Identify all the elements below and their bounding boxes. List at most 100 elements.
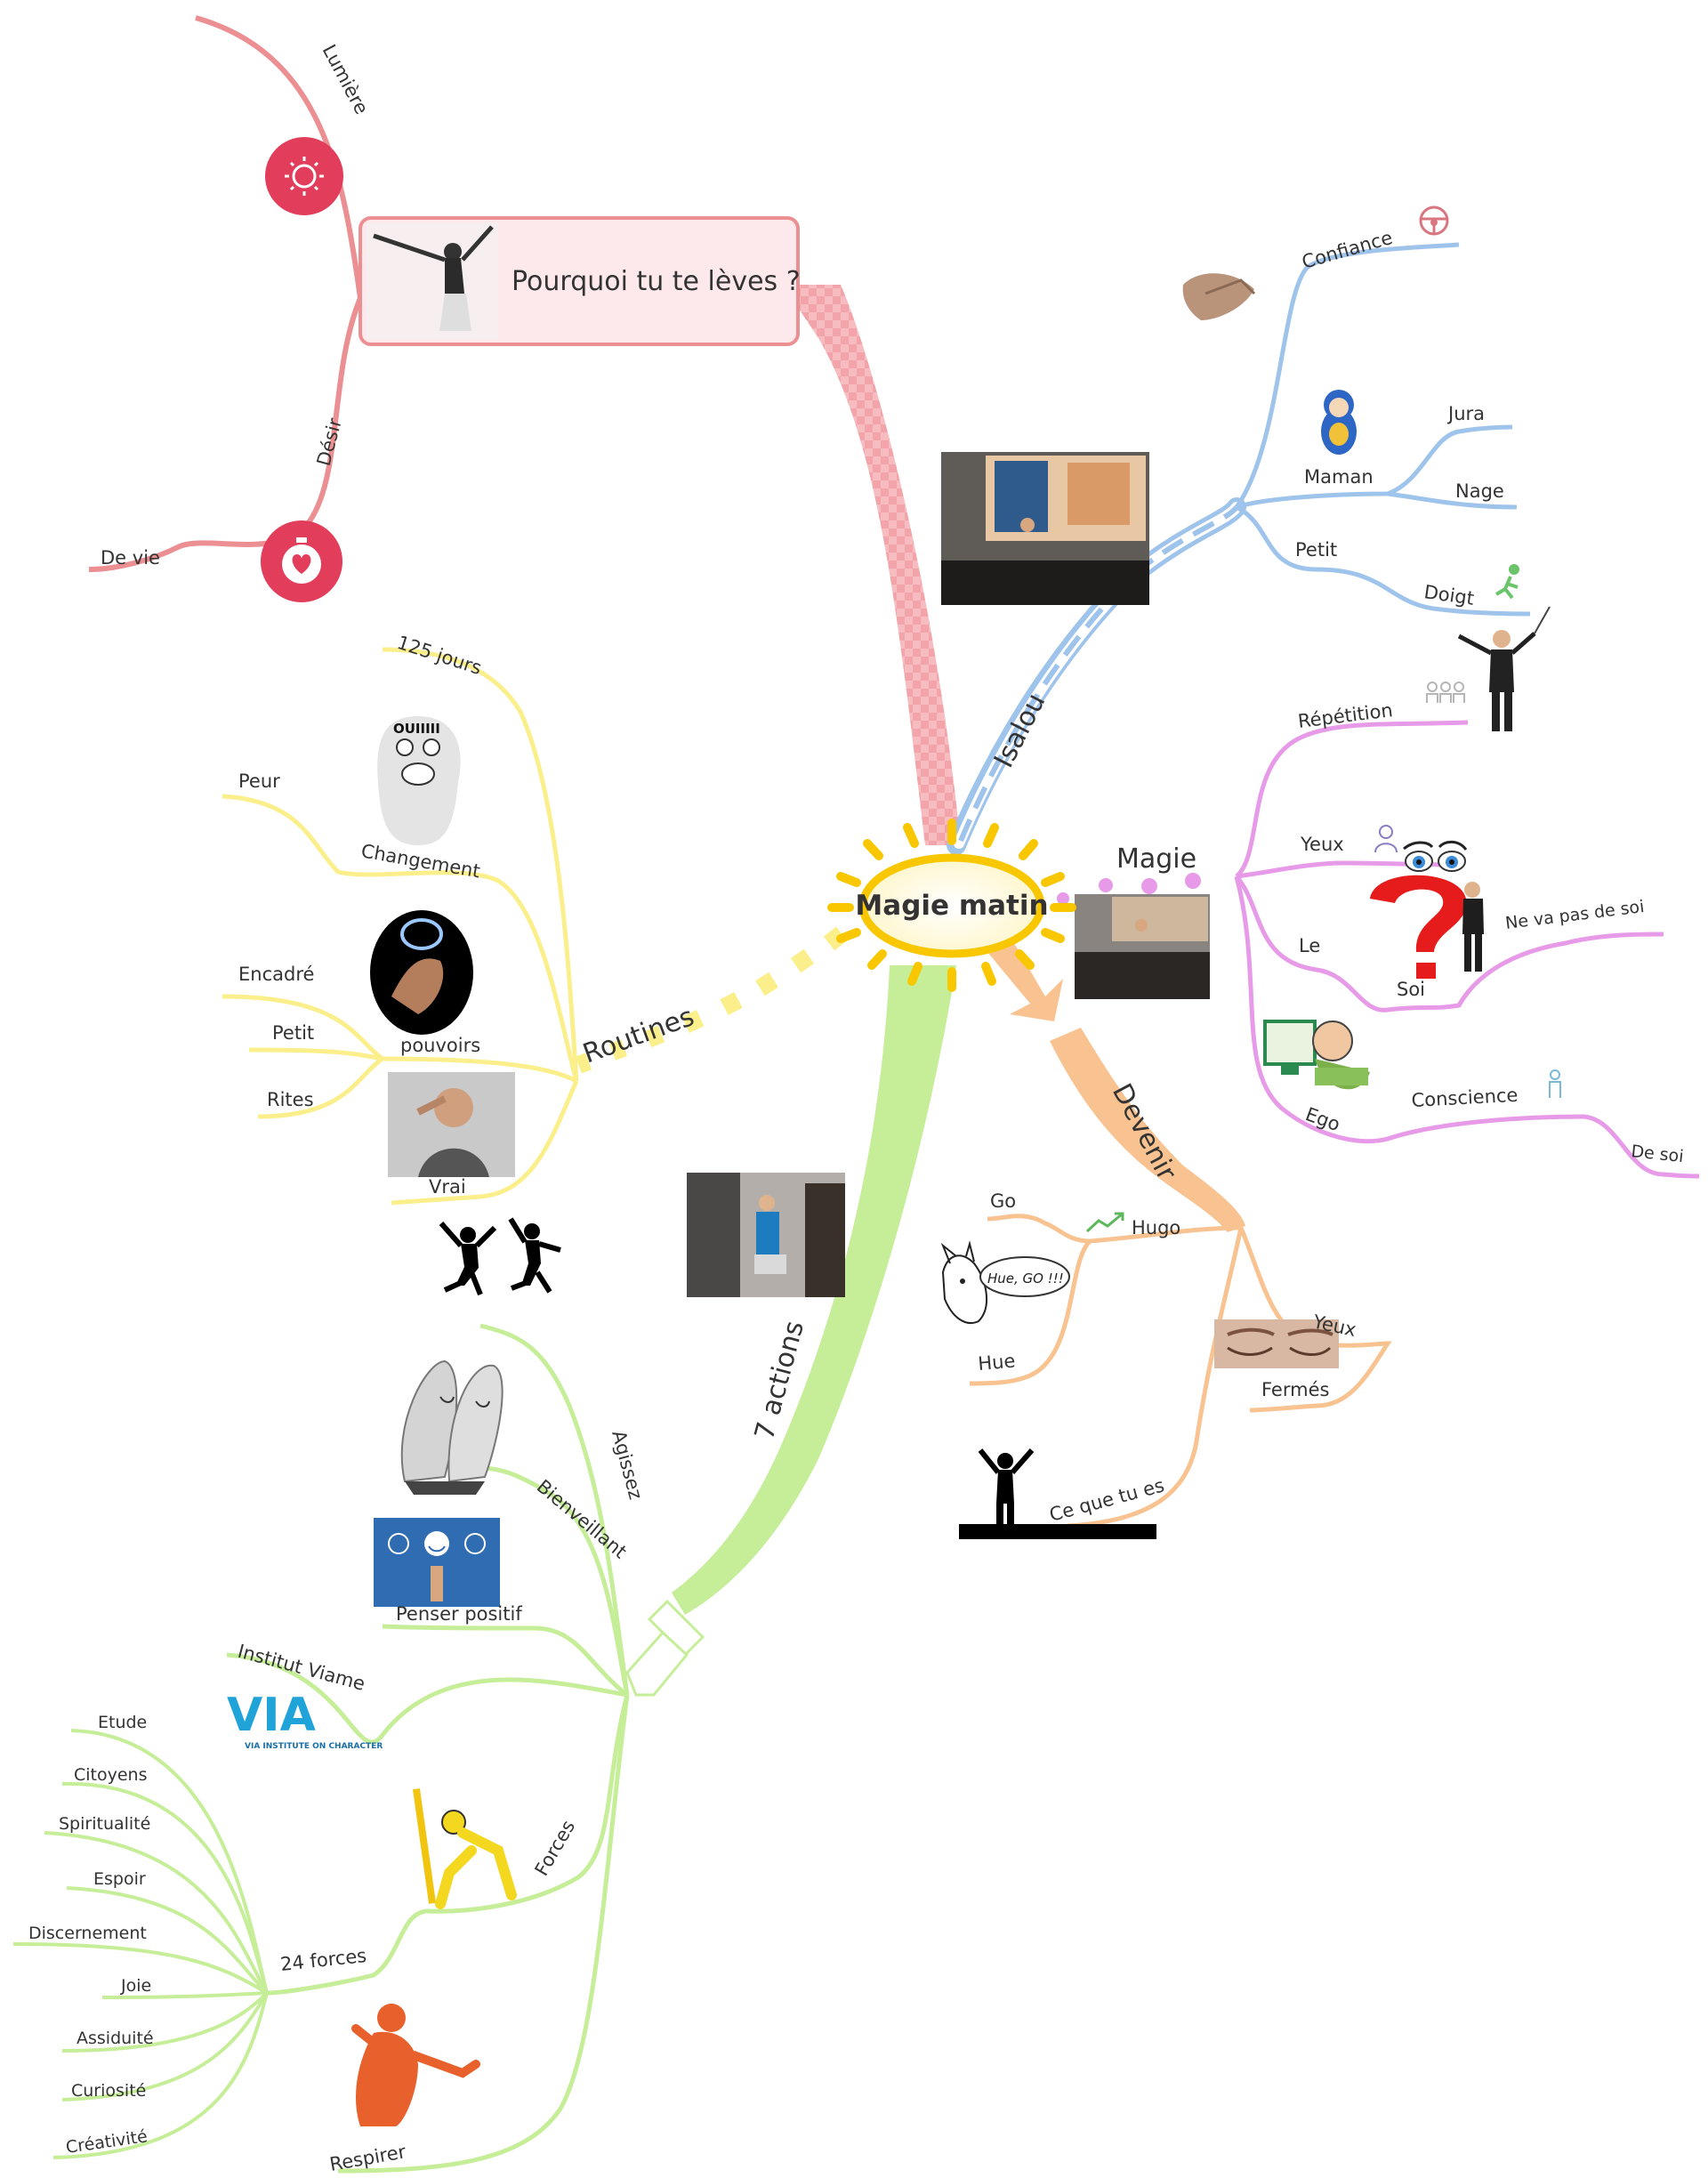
le-label: Le <box>1299 935 1320 956</box>
glowing-hand-image <box>370 910 473 1035</box>
speaker-photo <box>1075 894 1210 999</box>
line-repetition <box>1235 720 1469 878</box>
hugo-label: Hugo <box>1132 1217 1180 1238</box>
ego-label: Ego <box>1302 1103 1342 1135</box>
force-item-7: Curiosité <box>71 2081 146 2101</box>
line-penser <box>382 1624 629 1697</box>
line-forces <box>266 1694 630 1996</box>
jumping-silhouettes-image <box>439 1217 561 1296</box>
branch-devenir[interactable]: Devenir Go Hugo Hue, GO !!! Hue Yeux Fer… <box>940 943 1392 1539</box>
eyes-image <box>1403 840 1468 872</box>
yeux-label: Yeux <box>1300 834 1344 855</box>
line-rites <box>257 1056 384 1119</box>
agissez-label: Agissez <box>608 1428 647 1502</box>
handshake-image <box>1182 273 1256 320</box>
jours-label: 125 jours <box>394 632 484 679</box>
person-icon <box>1374 825 1398 853</box>
forces-label: Forces <box>531 1817 580 1880</box>
nevapas-label: Ne va pas de soi <box>1504 897 1646 933</box>
line-le-soi <box>1235 875 1664 1012</box>
pourquoi-title: Pourquoi tu te lèves ? <box>512 266 801 297</box>
encadre-label: Encadré <box>238 964 314 985</box>
central-node[interactable]: Magie matin <box>827 819 1076 992</box>
horse-bubble-text: Hue, GO !!! <box>987 1270 1064 1287</box>
conference-photo <box>687 1173 845 1297</box>
force-item-3: Espoir <box>93 1869 146 1889</box>
closed-eyes-image <box>1214 1319 1339 1368</box>
vrai-label: Vrai <box>429 1176 466 1198</box>
line-nage <box>1387 491 1518 510</box>
line-petit <box>1235 504 1531 617</box>
smiling-fingers-image <box>400 1359 504 1495</box>
fermes-label: Fermés <box>1261 1379 1329 1400</box>
via-logo-text: VIA <box>227 1689 316 1742</box>
trend-icon <box>1085 1212 1124 1233</box>
soi-label: Soi <box>1397 979 1425 1000</box>
go-label: Go <box>990 1190 1016 1212</box>
penser-label: Penser positif <box>396 1603 522 1625</box>
central-label: Magie matin <box>855 890 1048 922</box>
line-institut <box>226 1652 628 1745</box>
line-maman <box>1236 424 1513 510</box>
heart-timer-icon <box>261 520 342 602</box>
petit-label: Petit <box>1295 539 1337 561</box>
line-vrai <box>391 1080 579 1206</box>
man-thinking-image <box>388 1072 515 1177</box>
connector-devenir <box>1050 1028 1245 1232</box>
conductor-image <box>1457 606 1551 731</box>
routines-label: Routines <box>579 1001 698 1069</box>
line-bienveillant <box>479 1465 630 1696</box>
connector-devenir-arrow <box>987 943 1063 1021</box>
force-item-5: Joie <box>120 1976 151 1996</box>
force-item-2: Spiritualité <box>59 1814 150 1834</box>
branch-pourquoi[interactable]: Pourquoi tu te lèves ? Lumière Désir De … <box>88 15 961 845</box>
forces-list-lines <box>12 1729 269 2159</box>
force-item-1: Citoyens <box>74 1765 148 1785</box>
force-item-6: Assiduité <box>77 2029 154 2048</box>
line-agissez <box>479 1323 630 1696</box>
breathing-figure-image <box>351 2004 480 2126</box>
central-ellipse[interactable] <box>858 853 1045 958</box>
runner-icon <box>1494 564 1519 600</box>
desir-label: Désir <box>313 415 346 468</box>
matryoshka-doll-image <box>1321 390 1357 455</box>
line-125jours <box>382 647 579 1082</box>
cequetues-label: Ce que tu es <box>1047 1474 1166 1525</box>
branch-magie[interactable]: Magie Répétition Yeux <box>1057 606 1700 1179</box>
force-item-4: Discernement <box>28 1924 147 1943</box>
cartoon-text: OUIIIII <box>393 721 440 737</box>
line-yeux-fermes <box>1238 1227 1392 1413</box>
branch-routines[interactable]: Routines 125 jours OUIIIII Peur Changeme… <box>222 632 848 1206</box>
branch-isalou[interactable]: Isalou Confiance Mam <box>941 206 1531 855</box>
force-item-0: Etude <box>98 1713 147 1732</box>
pouvoirs-label: pouvoirs <box>400 1035 480 1056</box>
rites-label: Rites <box>267 1089 314 1110</box>
jura-label: Jura <box>1446 403 1485 424</box>
person-outline-icon <box>1549 1069 1561 1098</box>
sun-rays <box>827 819 1076 992</box>
line-respirer <box>337 1694 630 2174</box>
magie-label: Magie <box>1116 843 1196 875</box>
lumiere-label: Lumière <box>318 41 373 117</box>
connector-isalou-dash <box>958 505 1239 843</box>
line-confiance <box>1234 242 1460 509</box>
doigt-label: Doigt <box>1422 581 1475 609</box>
maman-label: Maman <box>1304 466 1374 488</box>
via-logo: VIA VIA INSTITUTE ON CHARACTER <box>227 1689 383 1751</box>
line-petit-routine <box>248 1047 383 1061</box>
woman-arms-raised-image <box>367 222 498 340</box>
hue-label: Hue <box>977 1350 1016 1375</box>
isalou-label: Isalou <box>988 689 1051 773</box>
line-hue <box>969 1239 1092 1386</box>
nage-label: Nage <box>1455 480 1504 502</box>
bienveillant-label: Bienveillant <box>533 1475 631 1562</box>
line-cequetues <box>1067 1227 1244 1529</box>
conscience-label: Conscience <box>1411 1085 1519 1111</box>
line-hugo <box>987 1214 1242 1244</box>
presentation-photo <box>941 452 1149 605</box>
line-changement <box>222 794 579 1082</box>
horse-cartoon-image: Hue, GO !!! <box>940 1240 1070 1324</box>
connector-magie-dots <box>1057 873 1201 905</box>
computer-man-image <box>1263 1020 1370 1090</box>
